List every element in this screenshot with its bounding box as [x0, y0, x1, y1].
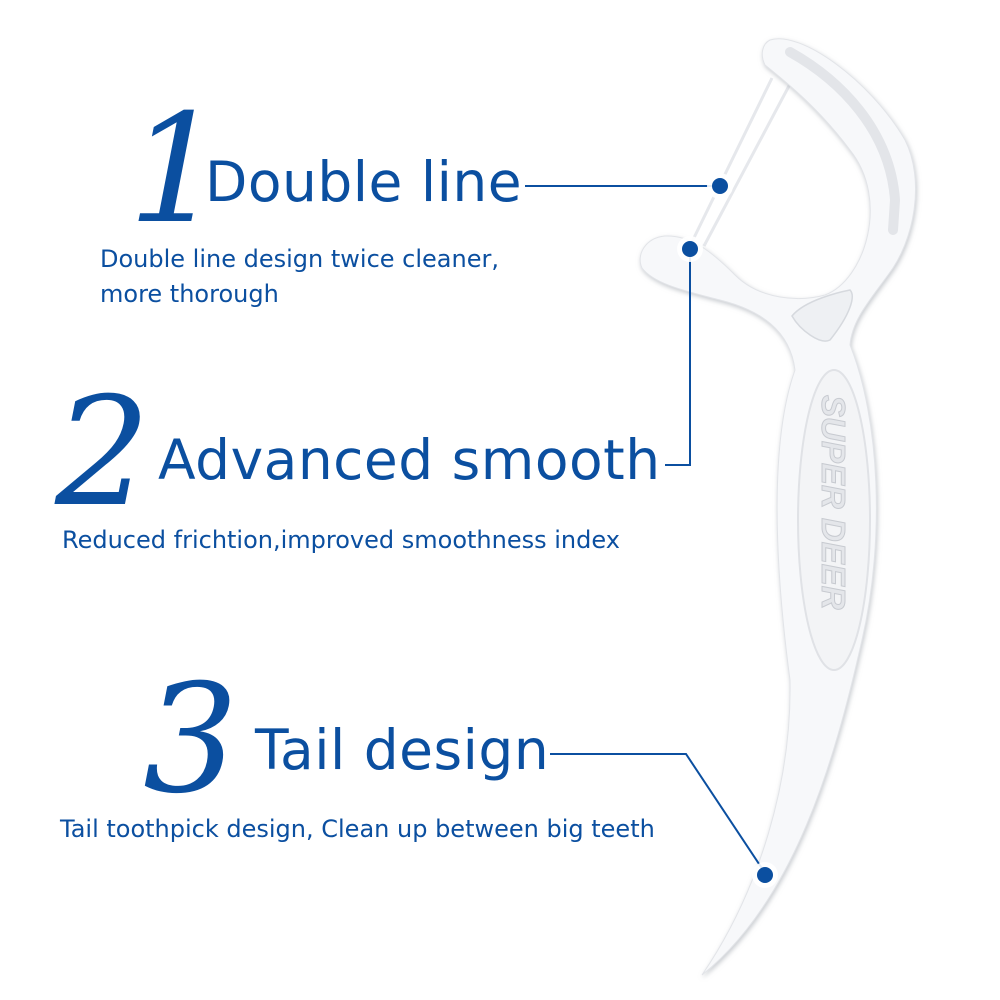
floss-lines — [686, 77, 792, 251]
handle-oval — [797, 369, 871, 671]
feature-desc-1-line-2: more thorough — [100, 280, 279, 308]
feature-title-3: Tail design — [255, 718, 550, 782]
feature-number-2: 2 — [55, 366, 151, 540]
feature-number-1: 1 — [128, 83, 224, 257]
arm-groove — [785, 47, 901, 235]
feature-desc-1-line-1: Double line design twice cleaner, — [100, 245, 499, 273]
feature-title-2: Advanced smooth — [158, 428, 661, 492]
callout-lines — [525, 185, 766, 874]
brand-emboss: SUPER DEER — [815, 395, 852, 610]
feature-desc-2: Reduced frichtion,improved smoothness in… — [62, 526, 620, 554]
feature-desc-3: Tail toothpick design, Clean up between … — [60, 815, 655, 843]
grip-triangle — [791, 289, 853, 342]
feature-number-3: 3 — [143, 653, 239, 827]
floss-pick-body — [639, 38, 917, 976]
feature-title-1: Double line — [205, 150, 523, 214]
callout-dots — [677, 173, 778, 888]
